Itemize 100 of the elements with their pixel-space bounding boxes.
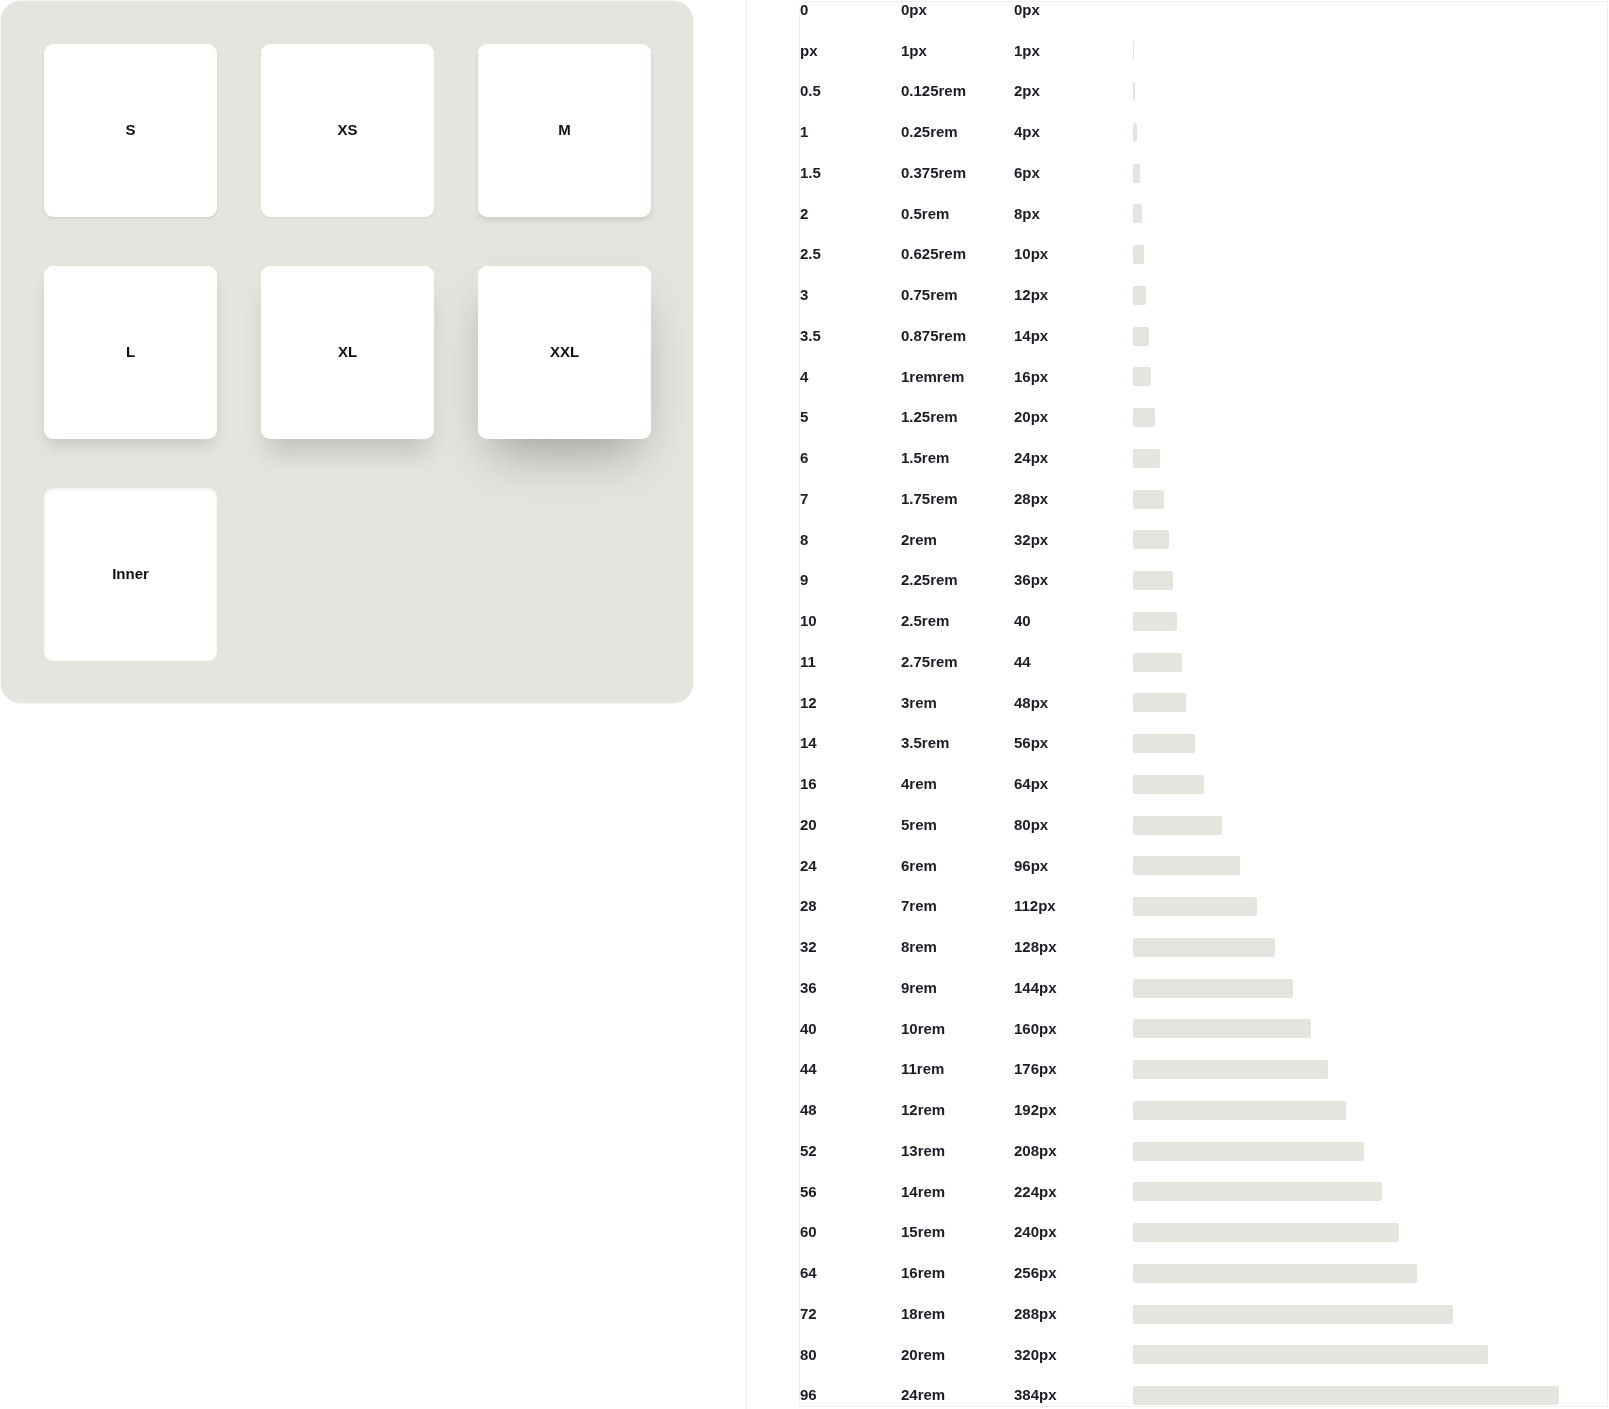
table-cell-text: 0.75rem xyxy=(901,285,958,305)
table-cell-text: 56px xyxy=(1014,733,1049,754)
table-cell-text: 8 xyxy=(800,529,809,550)
panel-background xyxy=(1,1,693,703)
table-cell-text: 24px xyxy=(1014,448,1049,468)
table-cell-text: 0 xyxy=(800,0,809,20)
shadow-card xyxy=(261,44,434,217)
table-cell-text: 8px xyxy=(1014,203,1040,224)
shadow-card xyxy=(44,266,217,439)
card-label: Inner xyxy=(112,564,149,585)
table-cell-text: 5rem xyxy=(901,814,937,835)
table-cell-text: 48 xyxy=(800,1100,817,1120)
table-cell-text: 72 xyxy=(800,1303,817,1324)
table-cell-text: 9rem xyxy=(901,977,937,998)
table-cell-text: 60 xyxy=(800,1222,817,1243)
table-cell-text: 2.75rem xyxy=(901,651,958,672)
table-cell-text: 52 xyxy=(800,1140,817,1161)
table-cell-text: 1.5 xyxy=(800,162,821,183)
table-cell-text: 1px xyxy=(901,40,927,61)
table-cell-text: 2rem xyxy=(901,529,937,550)
table-cell-text: 2 xyxy=(800,203,809,224)
table-cell-text: 160px xyxy=(1014,1018,1057,1039)
table-cell-text: 64px xyxy=(1014,774,1049,794)
table-cell-text: 11 xyxy=(800,651,816,672)
table-cell-text: 10rem xyxy=(901,1018,946,1039)
table-cell-text: 96 xyxy=(800,1385,817,1406)
table-cell-text: 7rem xyxy=(901,896,937,917)
table-cell-text: 3 xyxy=(800,285,809,305)
table-cell-text: 4rem xyxy=(901,774,937,794)
table-cell-text: 36px xyxy=(1014,570,1049,591)
table-cell-text: 28px xyxy=(1014,488,1049,509)
table-cell-text: 12rem xyxy=(901,1100,946,1120)
table-cell-text: 48px xyxy=(1014,692,1049,713)
table-cell-text: 16rem xyxy=(901,1263,946,1283)
table-cell-text: 7 xyxy=(800,488,809,509)
shadow-card xyxy=(44,44,217,217)
table-cell-text: 384px xyxy=(1014,1385,1057,1406)
table-cell-text: 32 xyxy=(800,937,817,957)
table-cell-text: 192px xyxy=(1014,1100,1057,1120)
table-cell-text: 0.5rem xyxy=(901,203,950,224)
table-cell-text: 24rem xyxy=(901,1385,946,1406)
table-cell-text: 14px xyxy=(1014,325,1049,346)
table-cell-text: 4px xyxy=(1014,122,1040,142)
table-cell-text: 1.75rem xyxy=(901,488,958,509)
table-cell-text: 9 xyxy=(800,570,809,591)
table-cell-text: 14rem xyxy=(901,1181,946,1202)
shadow-card xyxy=(261,266,434,439)
table-cell-text: 15rem xyxy=(901,1222,946,1243)
card-label: S xyxy=(125,120,136,141)
table-cell-text: 16px xyxy=(1014,366,1049,387)
table-cell-text: 0px xyxy=(1014,0,1040,20)
table-cell-text: 0.375rem xyxy=(901,162,967,183)
table-cell-text: 10 xyxy=(800,611,817,631)
table-cell-text: 320px xyxy=(1014,1344,1057,1365)
table-cell-text: 20px xyxy=(1014,407,1049,428)
table-cell-text: 112px xyxy=(1014,896,1056,917)
table-cell-text: 44 xyxy=(800,1059,817,1080)
table-cell-text: 1remrem xyxy=(901,366,965,387)
shadow-card xyxy=(478,44,651,217)
table-cell-text: 224px xyxy=(1014,1181,1057,1202)
table-cell-text: 0px xyxy=(901,0,927,20)
table-cell-text: 3rem xyxy=(901,692,937,713)
table-cell-text: 80px xyxy=(1014,814,1049,835)
table-cell-text: 14 xyxy=(800,733,817,754)
table-cell-text: 0.125rem xyxy=(901,81,967,102)
table-cell-text: 176px xyxy=(1014,1059,1057,1080)
table-cell-text: 40 xyxy=(800,1018,817,1039)
shadow-card xyxy=(44,488,217,661)
card-label: L xyxy=(125,342,136,363)
table-cell-text: 3.5rem xyxy=(901,733,950,754)
table-cell-text: 2.5rem xyxy=(901,611,950,631)
table-cell-text: 16 xyxy=(800,774,817,794)
table-cell-text: 1px xyxy=(1014,40,1040,61)
table-cell-text: 8rem xyxy=(901,937,937,957)
table-cell-text: 20rem xyxy=(901,1344,946,1365)
table-cell-text: 18rem xyxy=(901,1303,946,1324)
card-label: XL xyxy=(337,342,358,363)
table-cell-text: 0.25rem xyxy=(901,122,958,142)
table-cell-text: 0.5 xyxy=(800,81,821,102)
table-cell-text: 28 xyxy=(800,896,817,917)
table-cell-text: 0.875rem xyxy=(901,325,967,346)
shadow-card xyxy=(478,266,651,439)
table-cell-text: 44 xyxy=(1014,651,1031,672)
table-cell-text: 12 xyxy=(800,692,817,713)
table-cell-text: 96px xyxy=(1014,855,1049,876)
table-cell-text: 10px xyxy=(1014,244,1049,265)
table-cell-text: 12px xyxy=(1014,285,1049,305)
table-cell-text: 11rem xyxy=(901,1059,945,1080)
card-label: XS xyxy=(337,120,358,141)
table-cell-text: 1 xyxy=(800,122,809,142)
table-cell-text: 6 xyxy=(800,448,809,468)
table-cell-text: 2.25rem xyxy=(901,570,958,591)
table-cell-text: 144px xyxy=(1014,977,1057,998)
table-cell-text: 2px xyxy=(1014,81,1040,102)
table-cell-text: 36 xyxy=(800,977,817,998)
table-cell-text: 24 xyxy=(800,855,817,876)
table-cell-text: 5 xyxy=(800,407,809,428)
table-cell-text: px xyxy=(800,40,818,61)
table-cell-text: 208px xyxy=(1014,1140,1057,1161)
table-cell-text: 32px xyxy=(1014,529,1049,550)
